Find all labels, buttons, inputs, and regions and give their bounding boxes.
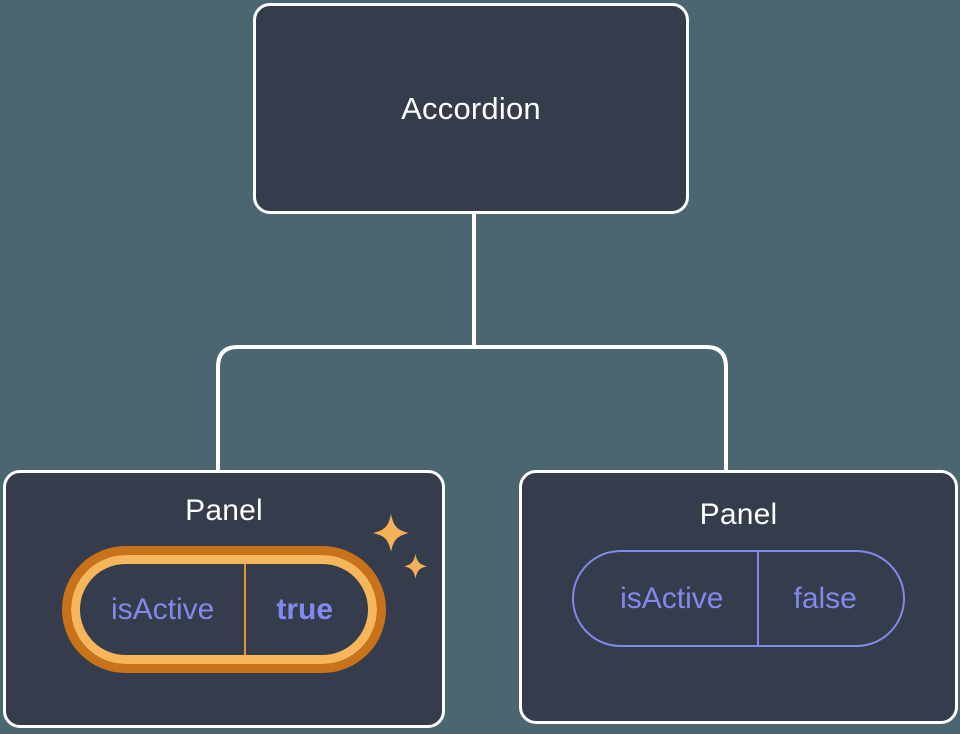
prop-key: isActive [110,592,215,626]
node-title-accordion: Accordion [401,91,541,126]
prop-pill-wrapper: isActive false [572,550,905,647]
prop-pill[interactable]: isActive false [572,550,905,647]
node-title-panel: Panel [185,494,263,527]
prop-pill-wrapper: isActive true [61,514,428,673]
tree-node-panel-inactive[interactable]: Panel isActive false [519,470,958,724]
prop-value: true [244,564,377,655]
prop-pill-active[interactable]: isActive true [61,546,387,673]
connector-branch-right [474,345,728,472]
connector-branch-left [216,345,474,472]
prop-key: isActive [620,581,724,615]
prop-value: false [757,552,902,645]
node-title-panel: Panel [699,498,778,531]
tree-node-panel-active[interactable]: Panel isActive true [3,470,445,728]
tree-node-accordion[interactable]: Accordion [253,3,689,214]
